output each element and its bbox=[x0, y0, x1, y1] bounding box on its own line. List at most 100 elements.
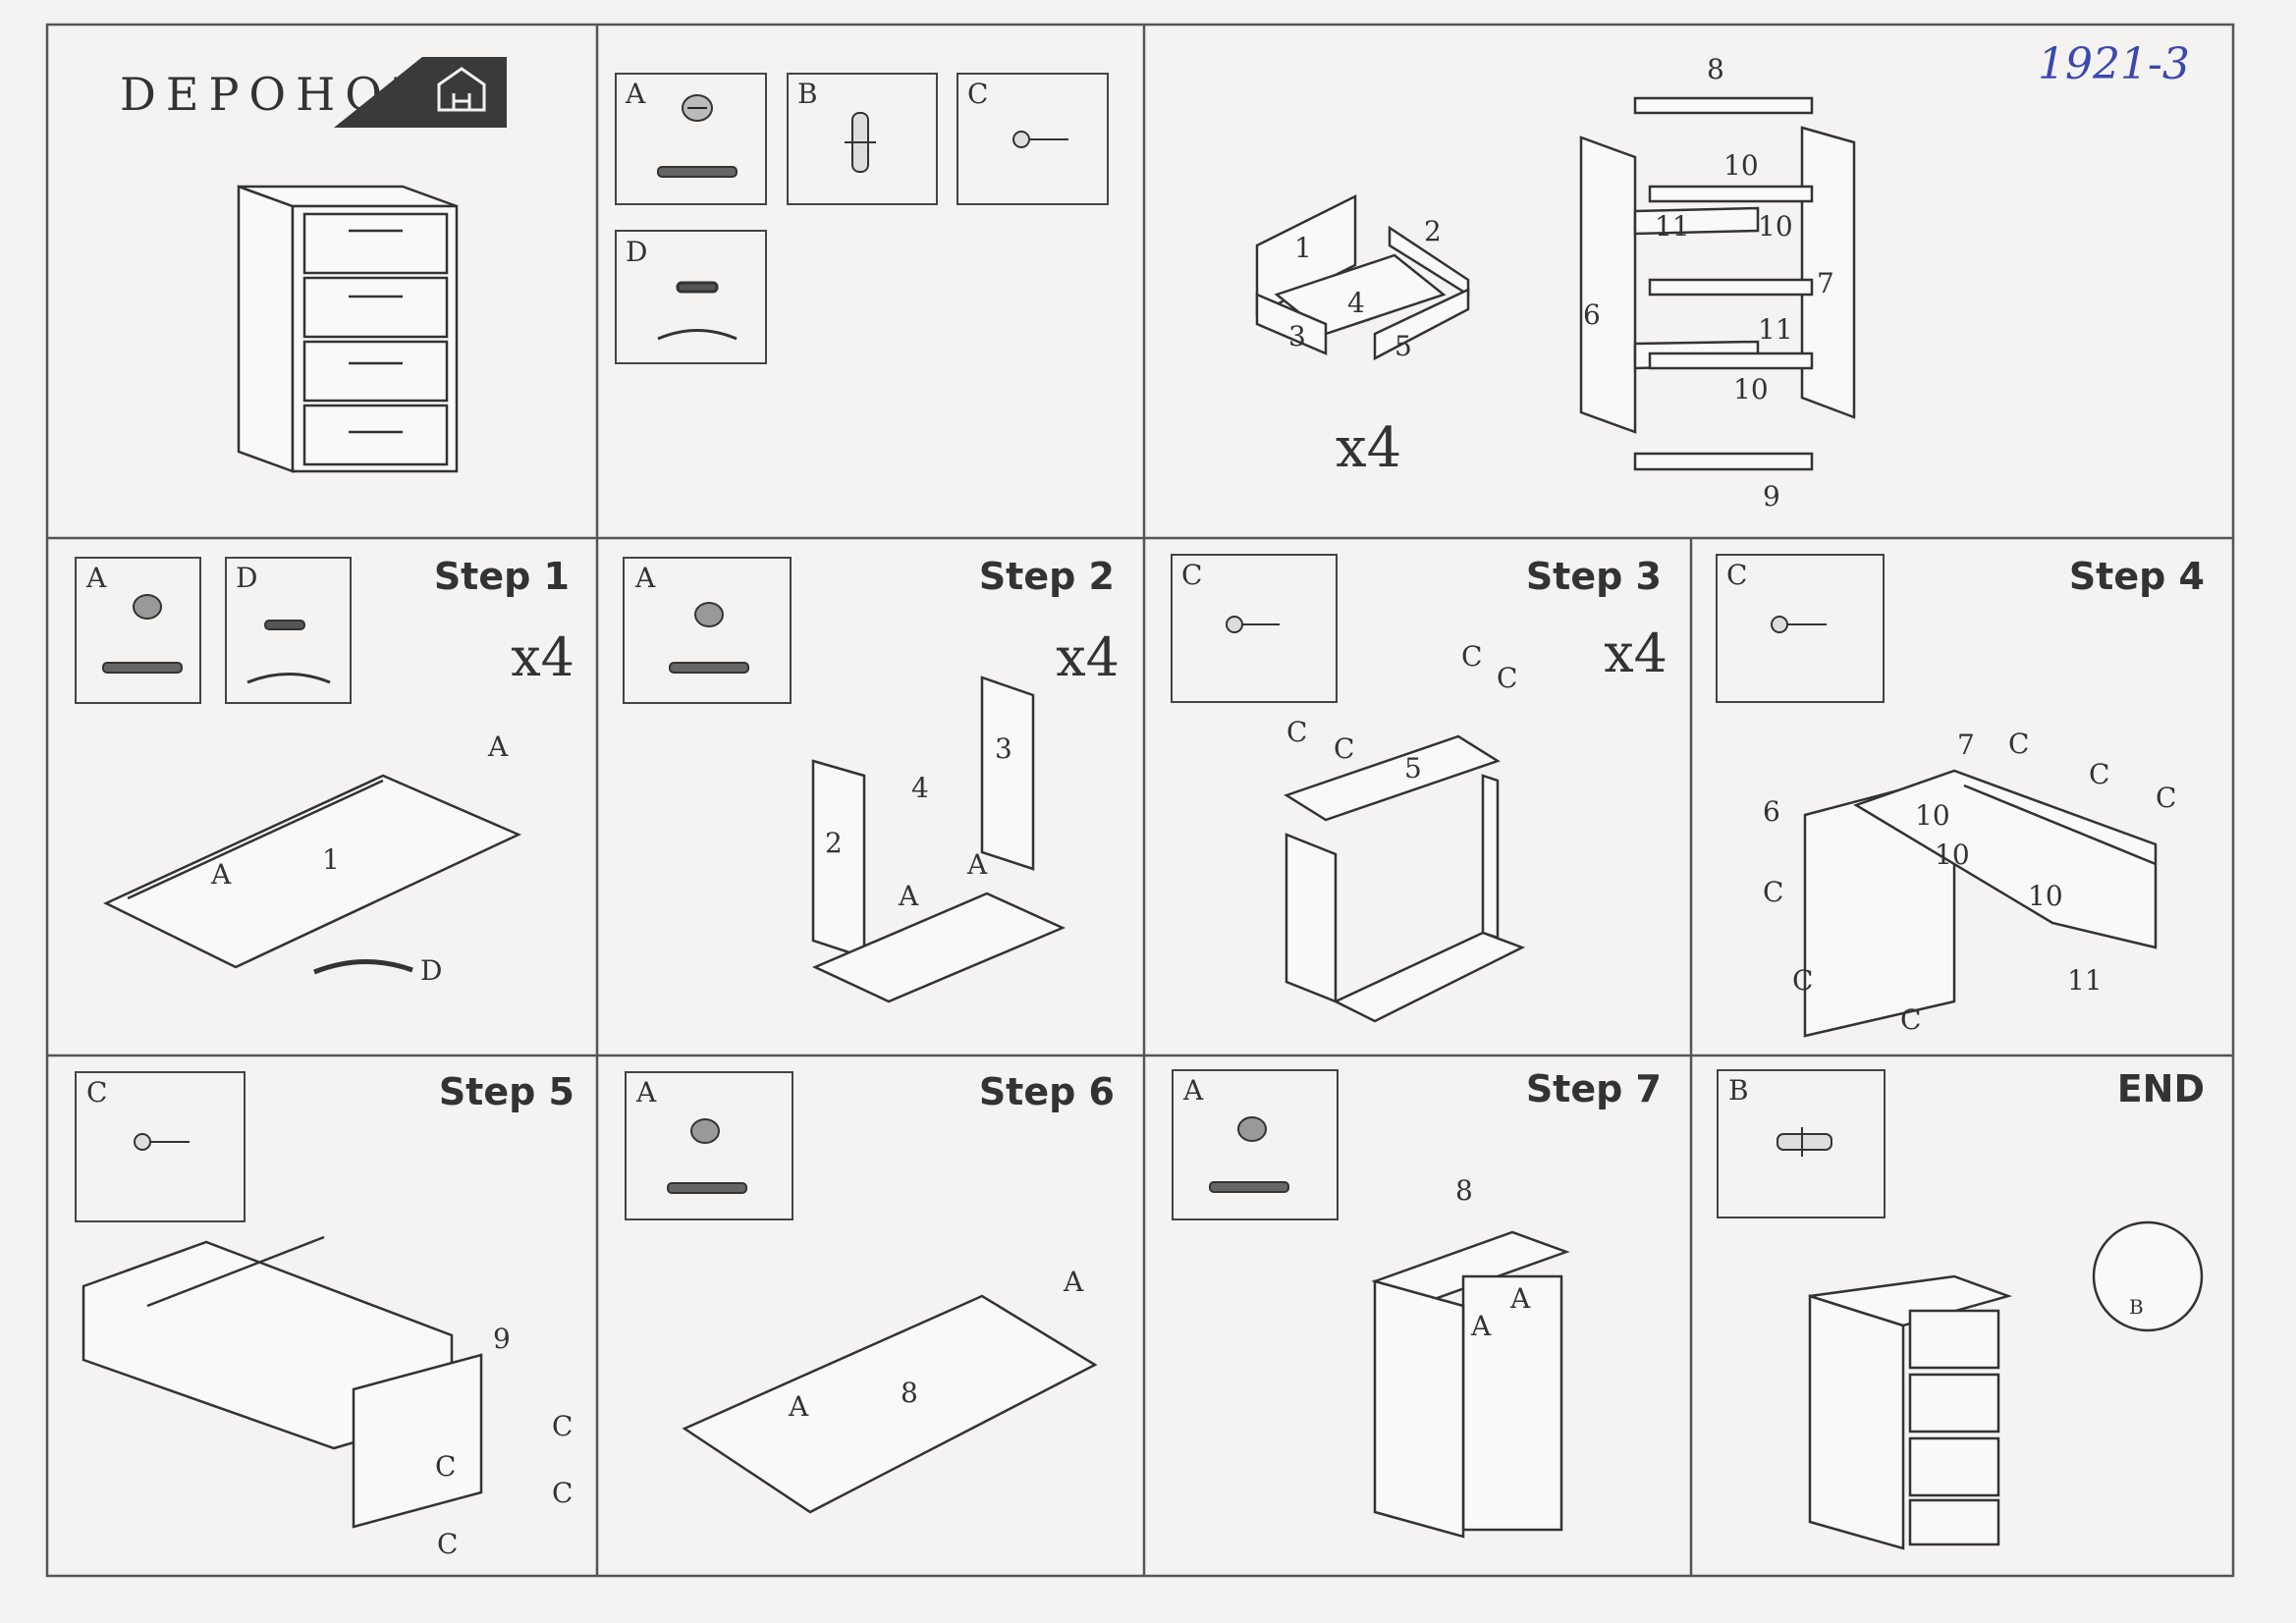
step-hardware-box bbox=[75, 1071, 246, 1222]
hardware-box-A bbox=[615, 73, 767, 205]
drawer-parts-illustration bbox=[1255, 193, 1470, 361]
cam-lock-icon bbox=[667, 1118, 747, 1194]
hardware-box-B bbox=[787, 73, 938, 205]
step2-label: 2 bbox=[825, 827, 843, 859]
step7-illustration bbox=[1371, 1230, 1570, 1539]
step6-label: A bbox=[788, 1390, 809, 1423]
hardware-letter-D: D bbox=[626, 236, 647, 268]
carcass-part-label: 6 bbox=[1583, 298, 1601, 331]
step-hardware-box bbox=[225, 557, 352, 704]
step6-illustration bbox=[682, 1294, 1098, 1514]
step6-label: A bbox=[1063, 1266, 1084, 1298]
step3-illustration bbox=[1284, 734, 1526, 1023]
drawer-part-label: 3 bbox=[1288, 320, 1306, 352]
step4-label: C bbox=[2156, 782, 2176, 814]
dowel-pin-icon bbox=[845, 112, 876, 173]
step3-label: 5 bbox=[1404, 752, 1422, 784]
step-hardware-box bbox=[75, 557, 201, 704]
step-title: Step 4 bbox=[2069, 555, 2205, 598]
step4-label: C bbox=[1763, 876, 1783, 908]
hardware-letter-C: C bbox=[967, 78, 988, 110]
drawer-part-label: 4 bbox=[1347, 287, 1365, 319]
step4-label: C bbox=[1900, 1003, 1921, 1036]
step5-label: C bbox=[552, 1477, 573, 1509]
step1-label: A bbox=[210, 858, 232, 891]
drawer-part-label: 2 bbox=[1424, 215, 1442, 247]
box-letter: B bbox=[1728, 1074, 1749, 1107]
step-title: END bbox=[2117, 1067, 2205, 1110]
step7-label: A bbox=[1470, 1310, 1492, 1342]
step2-label: A bbox=[966, 848, 988, 881]
screw-icon bbox=[1771, 616, 1827, 633]
carcass-parts-illustration bbox=[1579, 96, 1856, 471]
step2-label: A bbox=[898, 880, 919, 912]
dowel-pin-icon bbox=[1777, 1127, 1832, 1157]
screw-icon bbox=[134, 1133, 190, 1151]
step5-illustration bbox=[82, 1235, 483, 1529]
step5-label: 9 bbox=[493, 1323, 511, 1355]
step1-label: A bbox=[487, 730, 509, 763]
grid-frame bbox=[45, 23, 2235, 1578]
step5-label: C bbox=[437, 1528, 458, 1560]
step2-label: 3 bbox=[995, 732, 1012, 765]
brand-logo: DEPOHOME bbox=[120, 57, 507, 128]
step2-illustration bbox=[811, 676, 1066, 1003]
step-title: Step 6 bbox=[979, 1070, 1115, 1113]
step-hardware-box bbox=[1171, 554, 1338, 703]
step-hardware-box bbox=[1172, 1069, 1339, 1220]
step5-label: C bbox=[552, 1410, 573, 1442]
step4-label: 10 bbox=[1915, 799, 1950, 832]
step1-label: D bbox=[420, 954, 442, 987]
step-title: Step 3 bbox=[1526, 555, 1662, 598]
step2-label: 4 bbox=[911, 772, 929, 804]
step4-label: C bbox=[1792, 964, 1813, 997]
step1-illustration bbox=[103, 774, 522, 975]
step4-label: C bbox=[2089, 758, 2109, 790]
drawer-part-label: 1 bbox=[1294, 232, 1312, 264]
step3-label: C bbox=[1497, 662, 1517, 694]
drawer-front-row bbox=[302, 212, 449, 466]
carcass-part-label: 9 bbox=[1763, 480, 1780, 513]
carcass-part-label: 10 bbox=[1758, 210, 1793, 243]
cam-lock-icon bbox=[657, 94, 738, 178]
box-letter: C bbox=[86, 1076, 107, 1109]
carcass-part-label: 11 bbox=[1758, 313, 1793, 346]
step4-label: 10 bbox=[2028, 880, 2063, 912]
hardware-letter-B: B bbox=[797, 78, 818, 110]
step-title: Step 5 bbox=[439, 1070, 574, 1113]
box-letter: D bbox=[236, 562, 257, 594]
carcass-part-label: 10 bbox=[1733, 373, 1769, 406]
screw-icon bbox=[1226, 616, 1280, 633]
carcass-part-label: 7 bbox=[1817, 267, 1834, 299]
end-label: B bbox=[2129, 1295, 2144, 1319]
cam-lock-icon bbox=[102, 594, 183, 674]
step-quantity: x4 bbox=[511, 626, 574, 688]
carcass-part-label: 8 bbox=[1707, 53, 1724, 85]
box-letter: A bbox=[85, 562, 107, 594]
step3-label: C bbox=[1461, 640, 1482, 673]
handwritten-code: 1921-3 bbox=[2038, 39, 2190, 89]
step4-label: 10 bbox=[1935, 839, 1970, 871]
house-icon bbox=[437, 67, 486, 112]
step4-label: 6 bbox=[1763, 795, 1780, 828]
step4-label: C bbox=[2008, 728, 2029, 760]
step4-illustration bbox=[1803, 769, 2158, 1038]
step-quantity: x4 bbox=[1604, 622, 1667, 684]
hardware-letter-A: A bbox=[625, 78, 646, 110]
handle-icon bbox=[246, 620, 331, 684]
step-title: Step 2 bbox=[979, 555, 1115, 598]
step-hardware-box bbox=[625, 1071, 793, 1220]
step-hardware-box bbox=[1716, 554, 1885, 703]
dresser-overview-illustration bbox=[237, 185, 459, 473]
step-title: Step 1 bbox=[434, 555, 570, 598]
end-illustration bbox=[1808, 1220, 2204, 1550]
step-hardware-box bbox=[623, 557, 792, 704]
box-letter: A bbox=[634, 562, 656, 594]
cam-lock-icon bbox=[669, 602, 749, 674]
box-letter: A bbox=[1182, 1074, 1204, 1107]
box-letter: C bbox=[1726, 559, 1747, 591]
step3-label: C bbox=[1334, 732, 1354, 765]
hardware-box-D bbox=[615, 230, 767, 364]
screw-icon bbox=[1012, 131, 1068, 148]
step7-label: 8 bbox=[1455, 1174, 1473, 1207]
